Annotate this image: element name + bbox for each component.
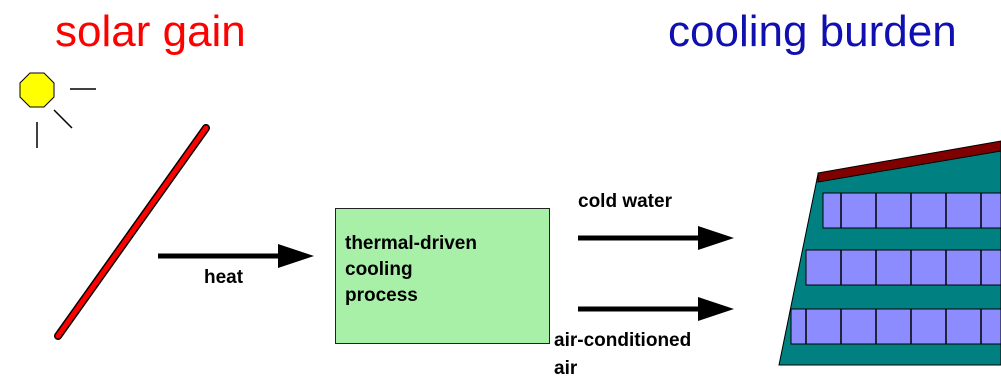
solar-gain-title: solar gain bbox=[55, 7, 246, 56]
cooling-burden-title: cooling burden bbox=[668, 7, 957, 56]
process-line-1: thermal-driven bbox=[345, 233, 477, 254]
process-line-2: cooling bbox=[345, 259, 413, 280]
heat-arrow bbox=[158, 244, 314, 268]
process-line-3: process bbox=[345, 285, 418, 306]
air-conditioned-label: air-conditioned bbox=[554, 330, 692, 351]
heat-label: heat bbox=[204, 267, 244, 288]
building bbox=[778, 140, 1001, 366]
window-row-middle bbox=[805, 249, 1001, 286]
window-row-bottom bbox=[790, 308, 1001, 345]
sun-icon bbox=[19, 72, 96, 148]
air-label: air bbox=[554, 358, 578, 379]
air-conditioned-arrow bbox=[578, 297, 734, 321]
cold-water-label: cold water bbox=[578, 191, 672, 212]
cold-water-arrow bbox=[578, 226, 734, 250]
solar-collector bbox=[54, 124, 210, 340]
window-row-top bbox=[822, 192, 1001, 229]
cooling-process-box: thermal-driven cooling process bbox=[335, 208, 550, 344]
